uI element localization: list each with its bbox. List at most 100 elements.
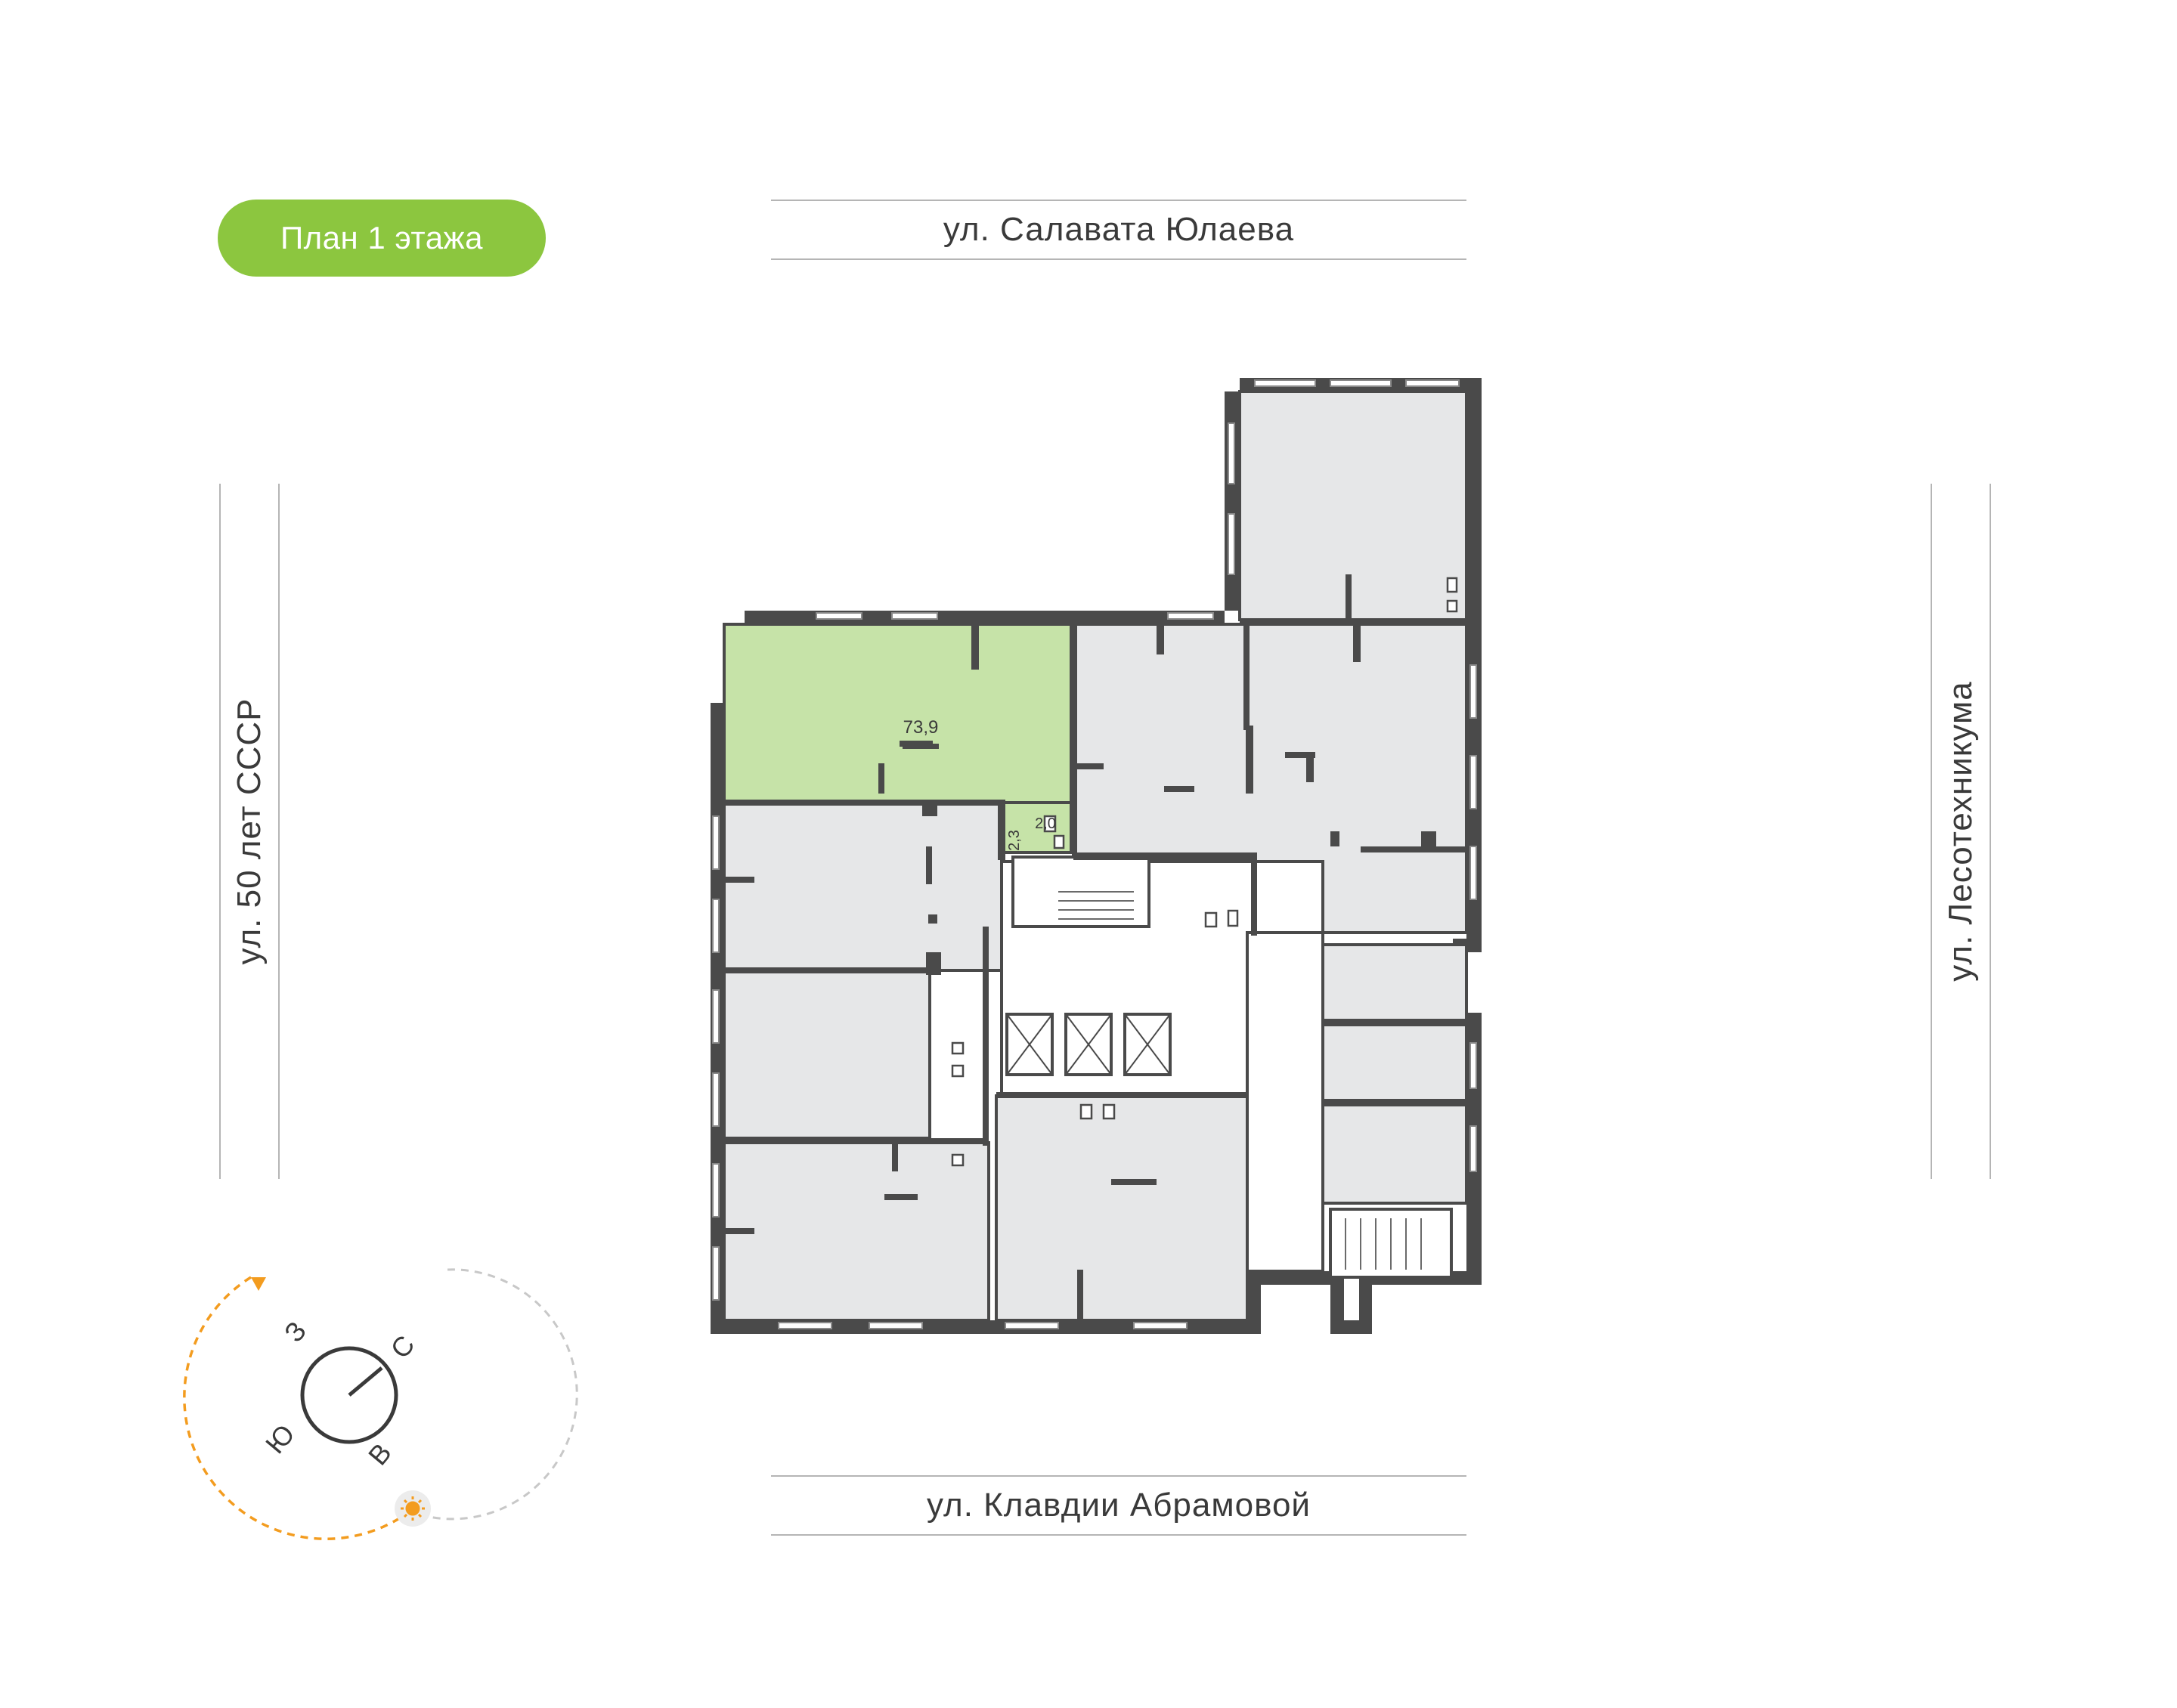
corridor-east bbox=[1246, 931, 1324, 1273]
room-east-2 bbox=[1321, 1023, 1468, 1102]
bath-area-label-b: 2,0 bbox=[1035, 815, 1056, 832]
window bbox=[1167, 612, 1214, 620]
wall bbox=[724, 1138, 989, 1144]
rooms bbox=[723, 390, 1468, 1322]
wall bbox=[983, 927, 989, 1146]
room-south-center bbox=[995, 1094, 1249, 1322]
window bbox=[1469, 1125, 1477, 1172]
room-west-1 bbox=[723, 801, 1003, 972]
column bbox=[1246, 726, 1253, 794]
column bbox=[1330, 831, 1339, 846]
window bbox=[816, 612, 862, 620]
window bbox=[1330, 379, 1392, 387]
wall bbox=[1251, 852, 1257, 936]
toilet-icon bbox=[951, 1041, 965, 1055]
wall bbox=[1240, 618, 1466, 626]
street-north: ул. Салавата Юлаева bbox=[771, 200, 1466, 260]
toilet-icon bbox=[1079, 1103, 1093, 1120]
window bbox=[712, 1072, 720, 1127]
room-east-1 bbox=[1321, 943, 1468, 1022]
compass-west: З bbox=[278, 1315, 312, 1348]
sun-path-shadow bbox=[409, 1268, 578, 1521]
sun-path-arrow bbox=[182, 1276, 401, 1541]
column bbox=[1164, 786, 1194, 792]
column bbox=[892, 1141, 898, 1171]
interior-walls bbox=[724, 574, 1466, 1319]
window bbox=[712, 815, 720, 870]
wall bbox=[1323, 1020, 1466, 1025]
wall bbox=[1361, 846, 1466, 852]
toilet-icon bbox=[1446, 577, 1458, 593]
compass-needle bbox=[348, 1366, 383, 1397]
compass: С В Ю З bbox=[182, 1268, 578, 1541]
column bbox=[1306, 752, 1314, 782]
window bbox=[1469, 755, 1477, 809]
wall bbox=[998, 800, 1005, 860]
column bbox=[724, 1228, 754, 1234]
column bbox=[971, 624, 979, 670]
wall bbox=[724, 800, 1002, 806]
room-east-3 bbox=[1321, 1103, 1468, 1205]
wall bbox=[1323, 1100, 1466, 1105]
column bbox=[1077, 1270, 1083, 1319]
column bbox=[1285, 752, 1315, 758]
window bbox=[1133, 1322, 1188, 1329]
window bbox=[1254, 379, 1316, 387]
sun-path-arrowhead bbox=[251, 1277, 266, 1291]
column bbox=[928, 914, 937, 924]
window bbox=[778, 1322, 832, 1329]
window bbox=[712, 1163, 720, 1218]
stair-north-steps bbox=[1058, 891, 1134, 920]
window bbox=[1228, 513, 1235, 575]
windows bbox=[712, 379, 1477, 1329]
unit-selected[interactable] bbox=[723, 623, 1075, 804]
wall bbox=[1346, 574, 1352, 620]
column bbox=[926, 952, 941, 975]
window bbox=[869, 1322, 923, 1329]
building-core bbox=[1000, 856, 1453, 1279]
compass-east: В bbox=[362, 1437, 398, 1471]
room-west-3 bbox=[723, 1141, 990, 1322]
wall bbox=[1070, 624, 1077, 852]
window bbox=[1228, 422, 1235, 484]
window bbox=[891, 612, 938, 620]
compass-south: Ю bbox=[259, 1419, 301, 1459]
wall bbox=[996, 1092, 1247, 1098]
toilet-icon bbox=[1102, 1103, 1116, 1120]
window bbox=[1469, 1042, 1477, 1089]
toilet-icon bbox=[1053, 834, 1065, 849]
column bbox=[878, 763, 884, 794]
stair-south-steps bbox=[1345, 1218, 1422, 1270]
area-underline bbox=[903, 744, 939, 749]
sun-icon bbox=[401, 1496, 425, 1521]
bath-area-label-a: 2,3 bbox=[1006, 830, 1023, 851]
window bbox=[1469, 846, 1477, 900]
window bbox=[1005, 1322, 1059, 1329]
column bbox=[922, 801, 937, 816]
room-west-2 bbox=[723, 969, 931, 1140]
column bbox=[1421, 831, 1436, 846]
toilet-icon bbox=[1043, 815, 1057, 833]
column bbox=[884, 1194, 918, 1200]
toilet-icon bbox=[951, 1153, 965, 1167]
wall bbox=[1073, 852, 1255, 860]
compass-north: С bbox=[384, 1329, 420, 1364]
toilet-icon bbox=[1227, 909, 1239, 927]
window bbox=[712, 899, 720, 953]
column bbox=[1157, 624, 1164, 654]
wall bbox=[1243, 624, 1250, 730]
street-west: ул. 50 лет СССР bbox=[219, 484, 280, 1179]
room-north-east bbox=[1238, 390, 1468, 621]
toilet-icon bbox=[1446, 599, 1458, 613]
column bbox=[724, 877, 754, 883]
column bbox=[1073, 763, 1104, 769]
window bbox=[712, 989, 720, 1044]
column bbox=[1353, 624, 1361, 662]
elevator-marks bbox=[1006, 1013, 1171, 1075]
column bbox=[1111, 1179, 1157, 1185]
toilet-icon bbox=[951, 1064, 965, 1078]
unit-area-label: 73,9 bbox=[903, 717, 939, 738]
column bbox=[926, 846, 932, 884]
toilet-icon bbox=[1204, 911, 1218, 928]
